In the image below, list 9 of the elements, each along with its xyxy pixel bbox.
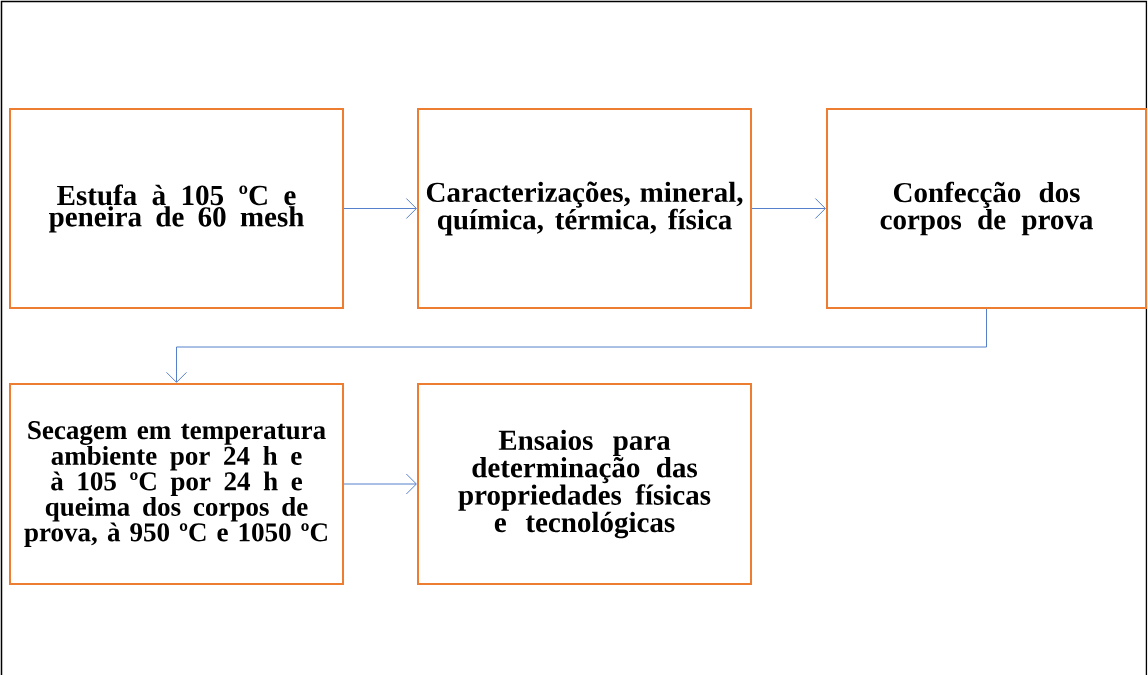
process-box: Estufa à 105 ºC e peneira de 60 mesh	[9, 108, 344, 309]
arrow	[166, 308, 987, 383]
arrow	[343, 473, 417, 495]
process-box: Caracterizações, mineral, química, térmica, física	[417, 108, 752, 309]
arrow	[751, 198, 826, 219]
process-box: Ensaios para determinação das propriedades físicas e tecnológicas	[417, 383, 752, 585]
process-box: Secagem em temperatura ambiente por 24 h e à 105 ºC por 24 h e queima dos corpos de prova, à 950 ºC e 1050 ºC	[9, 383, 344, 585]
process-box: Confecção dos corpos de prova	[826, 108, 1147, 309]
arrow	[343, 198, 417, 219]
